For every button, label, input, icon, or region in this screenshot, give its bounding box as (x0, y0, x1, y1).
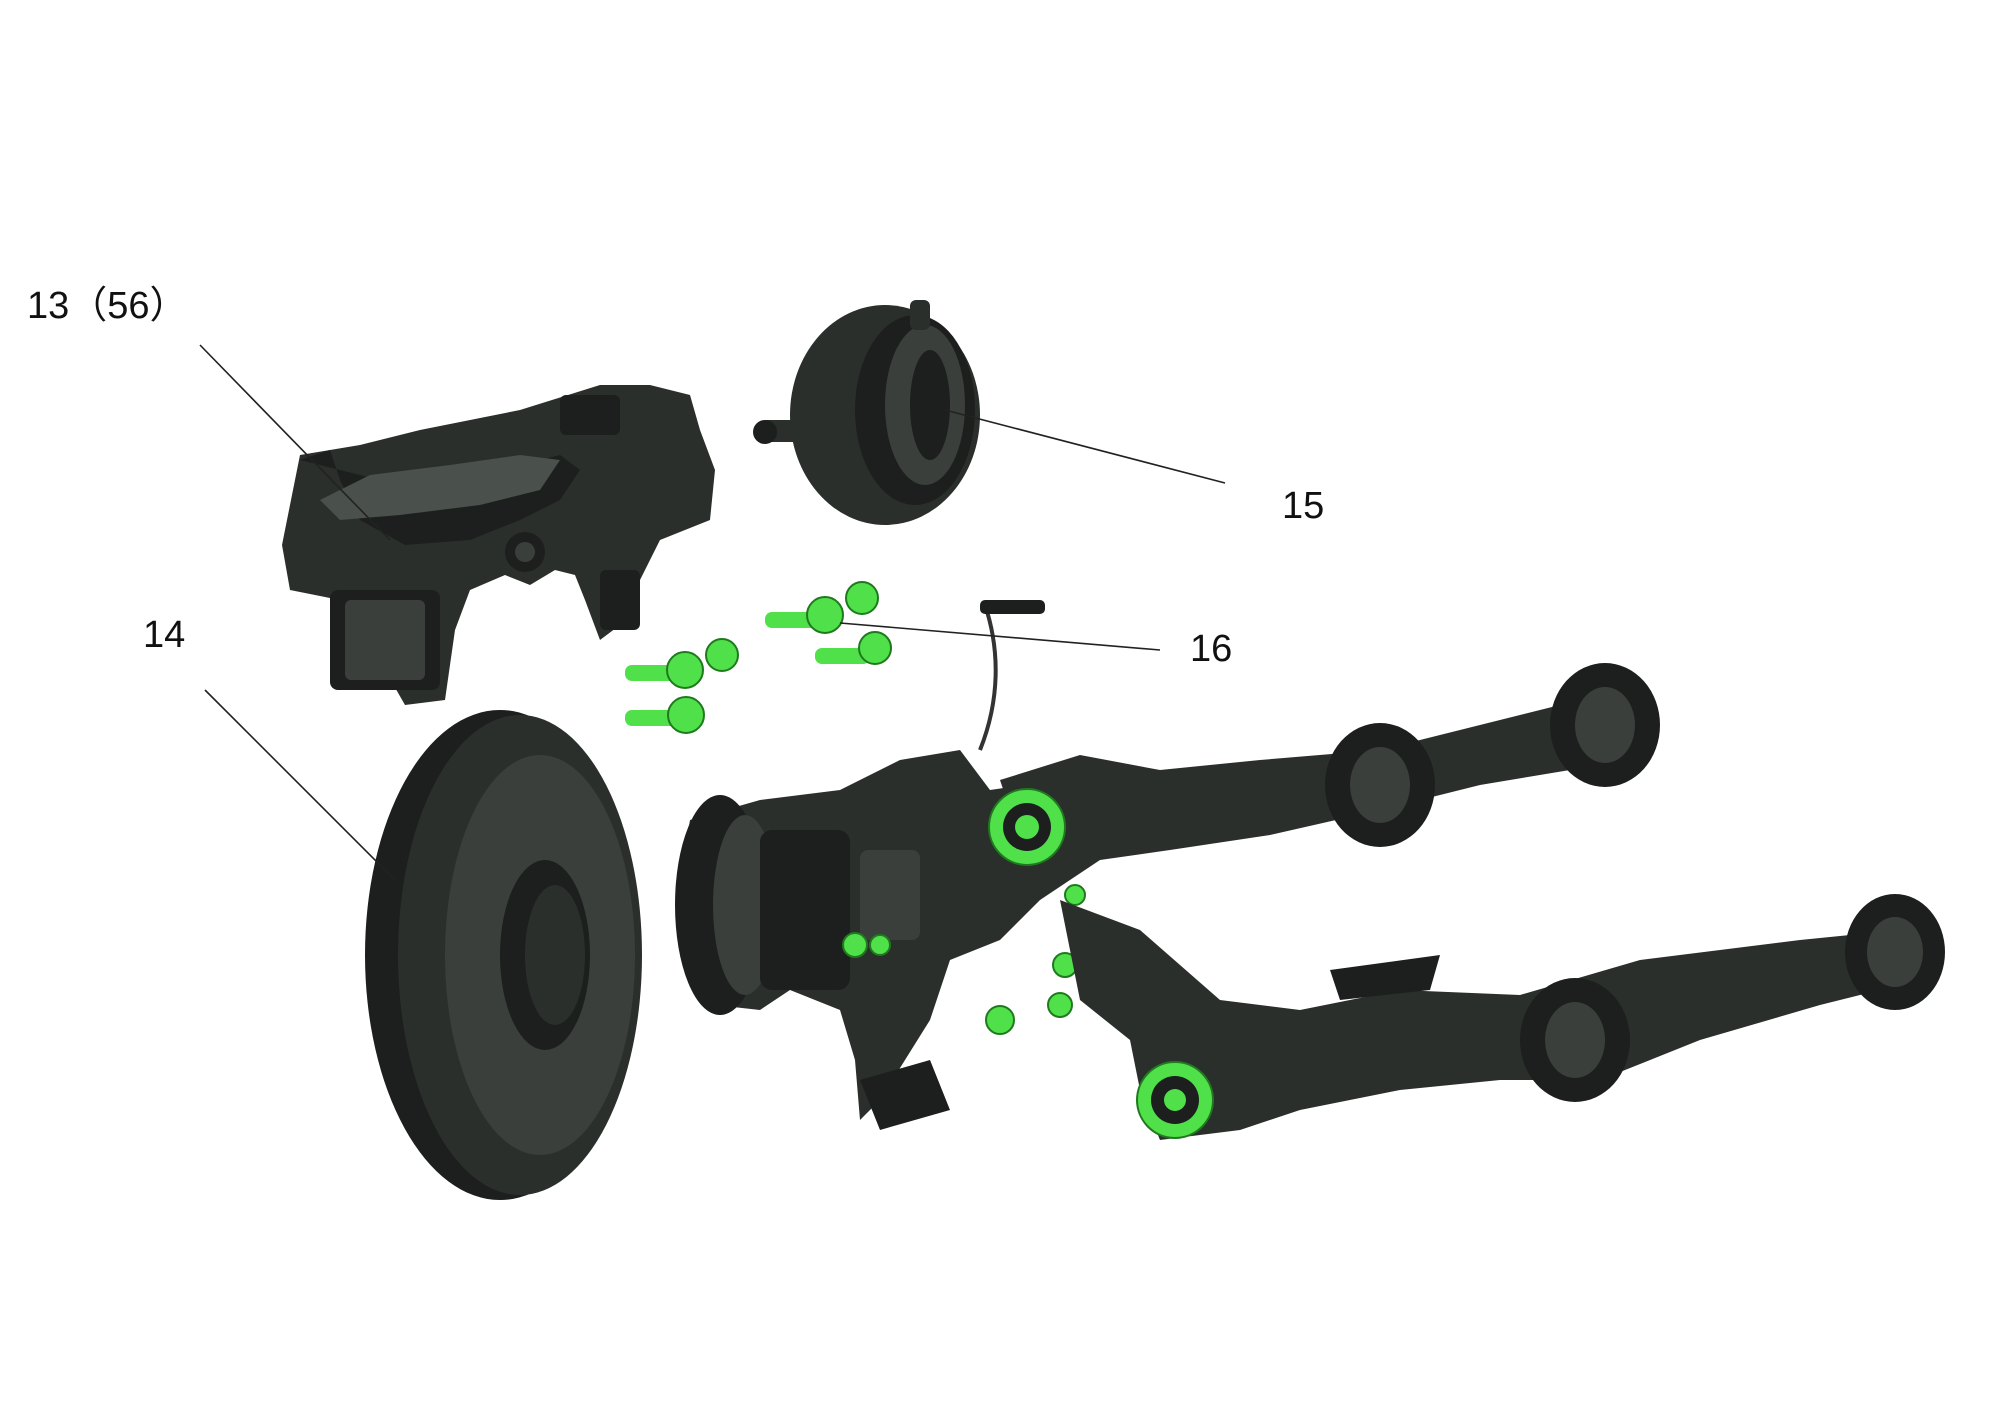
callout-label-15: 15 (1282, 485, 1324, 527)
steering-knuckle (675, 750, 1086, 1130)
bolt-cluster-right (765, 581, 892, 665)
callout-label-14: 14 (143, 614, 185, 656)
sensor-wire (978, 600, 1045, 751)
leader-lines (199, 344, 1226, 881)
brake-caliper (282, 385, 715, 705)
leader-line-13 (199, 344, 391, 541)
leader-line-14 (204, 689, 396, 881)
brake-booster (753, 300, 980, 525)
callout-label-13: 13（56） (27, 285, 188, 327)
upper-control-arm (988, 663, 1660, 900)
callout-label-16: 16 (1190, 628, 1232, 670)
leader-line-16 (839, 622, 1161, 651)
leader-line-15 (944, 409, 1226, 484)
brake-disc (365, 710, 642, 1200)
lower-control-arm (1060, 894, 1945, 1140)
bolt-cluster-left (625, 638, 739, 734)
